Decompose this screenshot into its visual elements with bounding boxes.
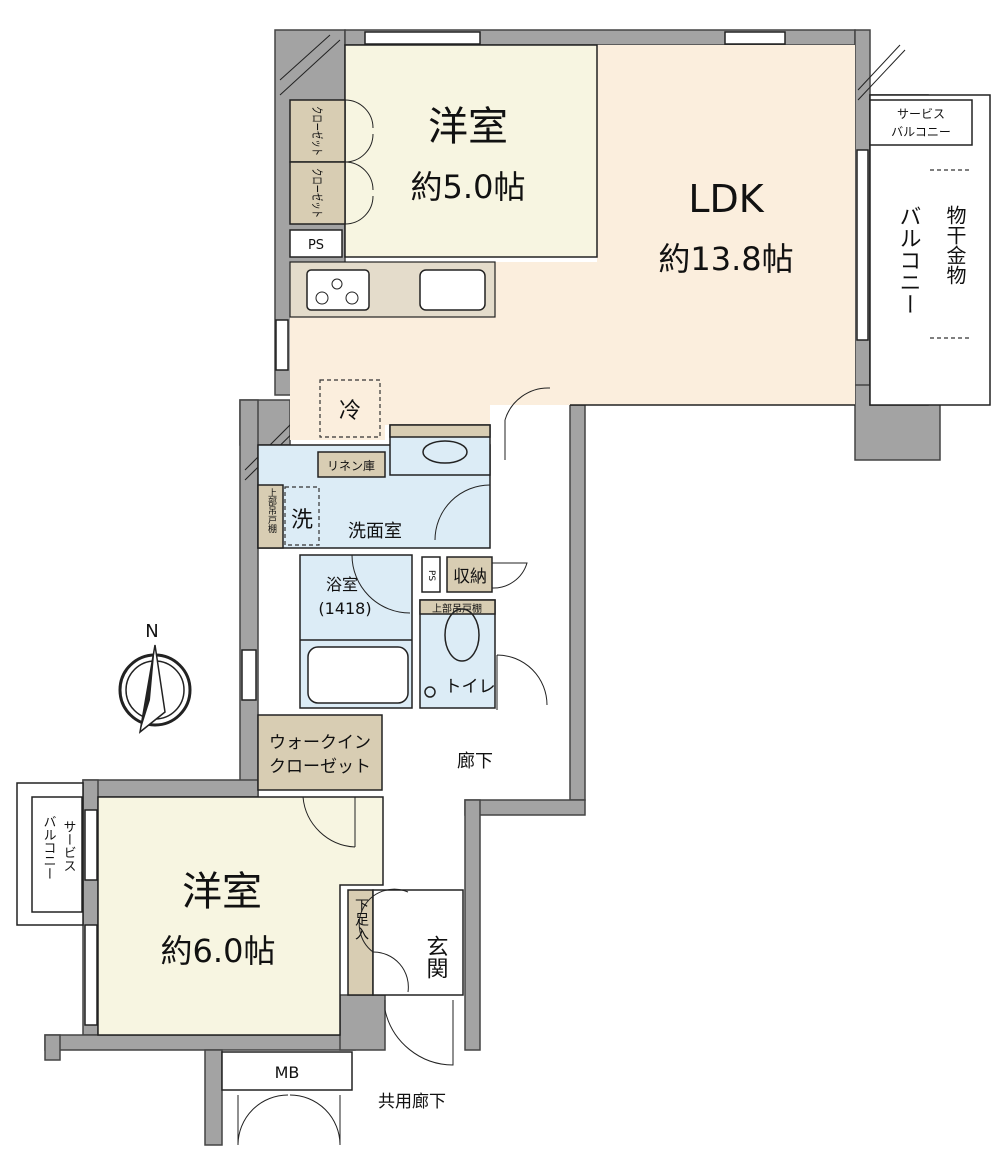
fridge-label: 冷 — [339, 399, 361, 424]
common-corridor-label: 共用廊下 — [378, 1092, 446, 1112]
entrance — [372, 889, 464, 996]
stove-icon — [306, 269, 370, 311]
western-2-size: 約6.0帖 — [161, 932, 276, 970]
shoe-box[interactable] — [347, 889, 374, 996]
front-door[interactable] — [384, 1000, 454, 1066]
toilet-icon — [444, 608, 480, 662]
meter-box — [221, 1051, 353, 1091]
closet-2[interactable] — [289, 161, 346, 225]
basin-icon — [422, 440, 468, 464]
linen-label: リネン庫 — [327, 459, 375, 473]
room-toilet — [419, 599, 496, 709]
upper-cabinet-toilet-label: 上部吊戸棚 — [432, 602, 482, 615]
wic-label-1: ウォークイン — [269, 733, 371, 753]
upper-cabinet-toilet — [419, 599, 496, 615]
balcony-main — [869, 94, 991, 406]
closet-1-label: クローゼット — [310, 106, 324, 156]
meter-box-label: MB — [275, 1063, 300, 1082]
upper-cabinet-wash-label: 上部吊戸棚 — [266, 488, 277, 534]
compass-icon: N — [118, 621, 192, 734]
window — [856, 149, 869, 341]
storage-label: 収納 — [453, 567, 487, 587]
ps-top-label: PS — [308, 238, 324, 253]
linen-closet[interactable] — [317, 451, 386, 478]
western-1-name: 洋室 — [428, 104, 508, 150]
closet-2-label: クローゼット — [310, 168, 324, 218]
ps-mid — [421, 556, 441, 593]
bathroom-label: 浴室 — [326, 575, 358, 594]
washroom-label: 洗面室 — [348, 521, 402, 542]
entrance-label: 玄関 — [423, 935, 448, 979]
window — [84, 809, 98, 881]
drying-hardware-label: 物干金物 — [943, 205, 967, 285]
closet-1[interactable] — [289, 99, 346, 163]
window — [241, 649, 257, 701]
sink-icon — [419, 269, 486, 311]
washer-space — [284, 486, 320, 546]
ldk-name: LDK — [688, 177, 764, 221]
service-top-label-1: サービス — [897, 107, 945, 121]
toilet-label: トイレ — [445, 677, 496, 697]
service-top-label-2: バルコニー — [891, 125, 951, 139]
window — [364, 31, 481, 45]
ps-mid-label: PS — [426, 570, 436, 581]
service-left-label-1: サービス — [61, 820, 76, 872]
washer-label: 洗 — [291, 508, 313, 533]
room-ldk: 冷 LDK 約13.8帖 — [289, 45, 855, 440]
storage[interactable] — [446, 556, 493, 593]
walk-in-closet[interactable] — [257, 714, 383, 791]
compass-north-label: N — [145, 621, 158, 642]
fridge-space — [319, 379, 381, 438]
ps-top — [289, 229, 343, 258]
room-western-2 — [97, 796, 384, 1036]
window — [724, 31, 786, 45]
bathtub-icon — [307, 646, 409, 704]
hallway-label: 廊下 — [457, 751, 493, 772]
ldk-size: 約13.8帖 — [658, 240, 793, 278]
window — [275, 319, 289, 371]
balcony-label: バルコニー — [896, 205, 921, 315]
bathroom-size: (1418) — [318, 599, 371, 618]
shoe-box-label: 下足入 — [353, 898, 369, 940]
western-2-name: 洋室 — [182, 869, 262, 915]
western-1-size: 約5.0帖 — [411, 168, 526, 206]
upper-cabinet-wash — [257, 484, 284, 549]
wic-label-2: クローゼット — [269, 757, 371, 777]
room-western-1 — [344, 44, 598, 258]
service-balcony-top — [869, 99, 973, 146]
window — [84, 924, 98, 1026]
service-left-label-2: バルコニー — [41, 815, 57, 880]
